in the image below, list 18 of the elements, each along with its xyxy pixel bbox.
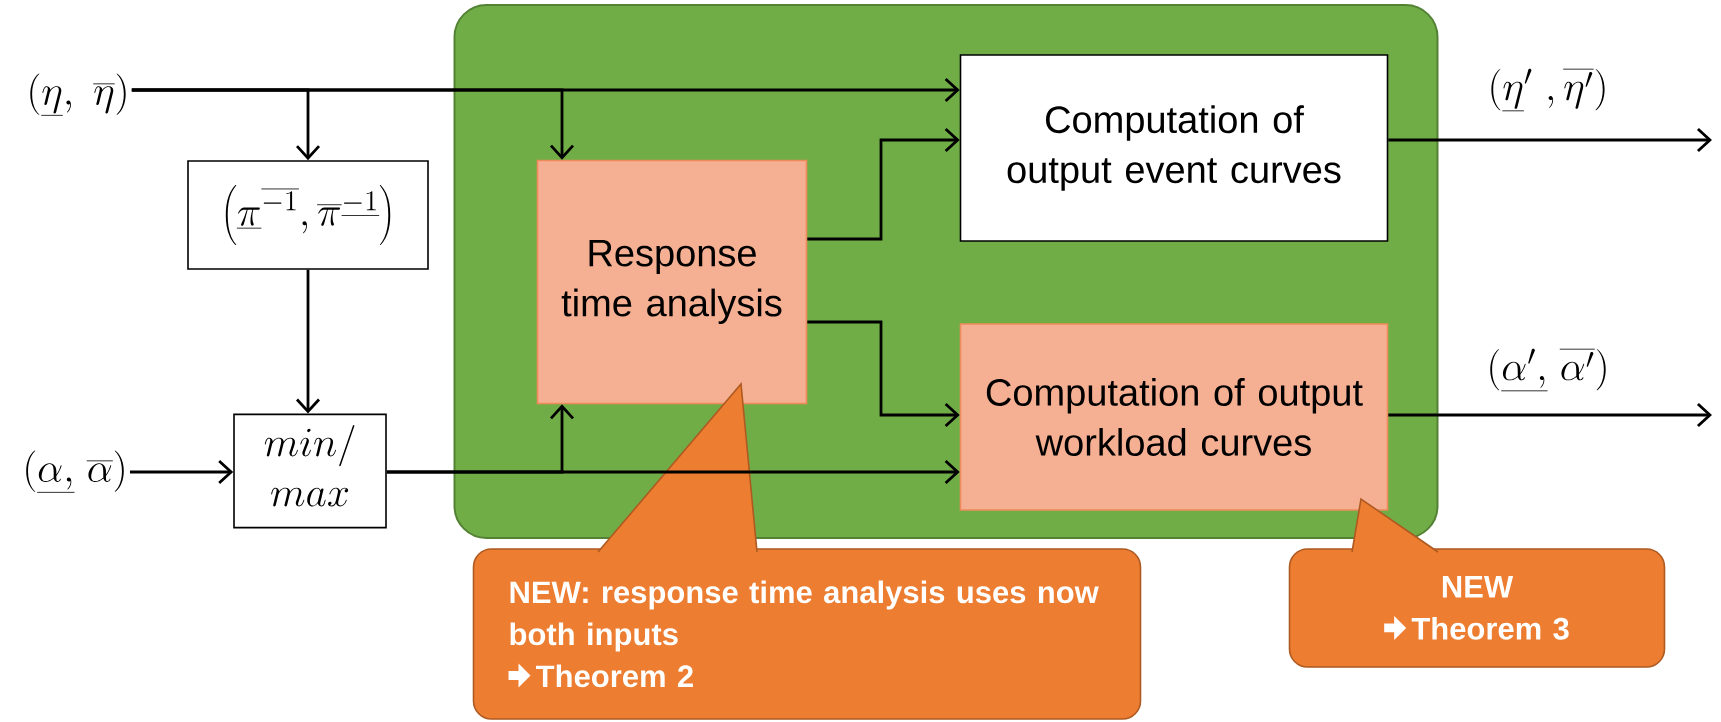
arrow — [1388, 127, 1712, 153]
arrow — [295, 269, 321, 414]
arrow — [807, 320, 960, 428]
formula-label: $\left(\underline{\alpha,}\ \overline{\alpha}\right)$ — [26, 450, 124, 493]
callout-bubble: NEW Theorem 3 — [1288, 497, 1666, 668]
arrow — [1388, 402, 1712, 428]
arrow — [386, 404, 575, 474]
arrow — [129, 459, 234, 485]
edge-label: $\left(\underline{\eta}'\ ,\overline{\eta'}\right)$ — [1491, 68, 1605, 111]
process-box: Computation of output workload curves — [959, 323, 1389, 511]
process-box: $\left(\underline{\pi}^{\overline{-1}},\overline{\pi}^{\underline{-1}}\right)$ — [187, 160, 429, 270]
arrow — [131, 88, 575, 160]
process-box: $\begin{array}{c}min/\\max\end{array}$ — [233, 413, 387, 529]
edge-label: $\left(\underline{\alpha',}\ \overline{\alpha'}\right)$ — [1490, 348, 1606, 391]
process-box: Response time analysis — [536, 159, 808, 405]
arrow — [807, 127, 960, 241]
formula-label: $\left(\underline{\eta},\ \overline{\eta}\right)$ — [30, 73, 126, 116]
process-box: Computation of output event curves — [959, 54, 1389, 242]
